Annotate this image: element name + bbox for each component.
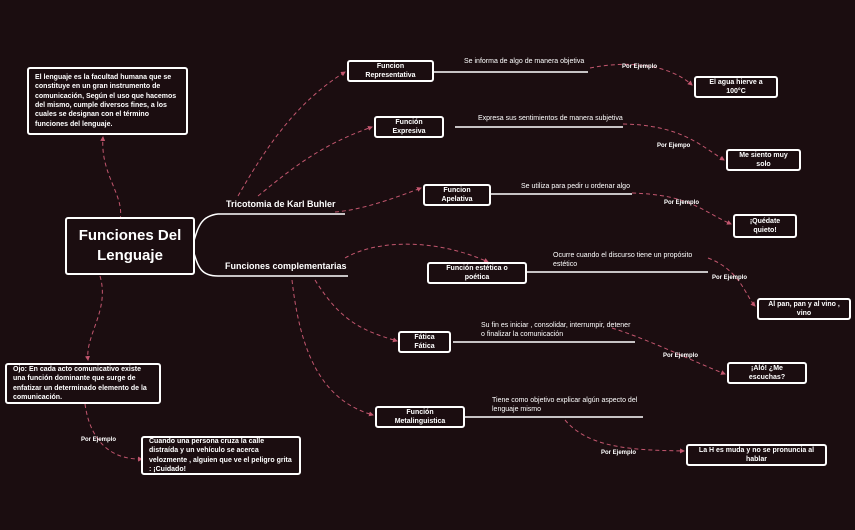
branch-complementarias[interactable]: Funciones complementarias xyxy=(225,261,347,271)
central-topic[interactable]: Funciones Del Lenguaje xyxy=(65,217,195,275)
connector-comp-metalinguistica xyxy=(291,279,374,417)
branch-tricotomia[interactable]: Tricotomia de Karl Buhler xyxy=(226,199,336,209)
connector-tri-apelativa xyxy=(334,187,422,213)
desc-fatica: Su fin es iniciar , consolidar, interrum… xyxy=(481,322,631,339)
desc-expresiva: Expresa sus sentimientos de manera subje… xyxy=(478,115,623,122)
tag-estetica: Por Ejemplo xyxy=(712,275,748,281)
connector-tri-expresiva xyxy=(257,125,373,197)
tag-fatica: Por Ejemplo xyxy=(663,353,699,359)
note-example-box[interactable]: Cuando una persona cruza la calle distra… xyxy=(141,436,301,475)
connector-center-intro xyxy=(100,136,122,221)
connector-tri-representativa xyxy=(237,71,346,197)
desc-metalinguistica: Tiene como objetivo explicar algún aspec… xyxy=(492,397,638,414)
connector-metalinguistica-example xyxy=(564,419,685,454)
example-estetica[interactable]: Al pan, pan y al vino , vino xyxy=(757,298,851,320)
tag-expresiva: Por Ejempo xyxy=(657,143,691,149)
example-representativa[interactable]: El agua hierve a 100°C xyxy=(694,76,778,98)
tag-representativa: Por Ejemplo xyxy=(622,64,658,70)
connector-representativa-example xyxy=(589,63,693,86)
desc-estetica: Ocurre cuando el discurso tiene un propó… xyxy=(553,252,693,269)
connector-note-example xyxy=(84,403,143,462)
desc-representativa: Se informa de algo de manera objetiva xyxy=(464,58,585,65)
desc-apelativa: Se utiliza para pedir u ordenar algo xyxy=(521,183,630,190)
tag-metalinguistica: Por Ejemplo xyxy=(601,450,637,456)
connector-estetica-example xyxy=(707,257,756,307)
note-text: Ojo: En cada acto comunicativo existe un… xyxy=(13,365,147,401)
central-topic-title: Funciones Del Lenguaje xyxy=(78,226,182,264)
function-apelativa[interactable]: Funcion Apelativa xyxy=(423,184,491,206)
function-estetica[interactable]: Función estética o poética xyxy=(427,262,527,284)
connector-fatica-example xyxy=(611,327,726,375)
intro-text: El lenguaje es la facultad humana que se… xyxy=(35,73,177,128)
note-example-text: Cuando una persona cruza la calle distra… xyxy=(149,437,292,473)
example-fatica[interactable]: ¡Aló! ¿Me escuchas? xyxy=(727,362,807,384)
note-box[interactable]: Ojo: En cada acto comunicativo existe un… xyxy=(5,363,161,404)
example-metalinguistica[interactable]: La H es muda y no se pronuncia al hablar xyxy=(686,444,827,466)
connector-expresiva-example xyxy=(622,123,725,161)
example-apelativa[interactable]: ¡Quédate quieto! xyxy=(733,214,797,238)
function-metalinguistica[interactable]: Función Metalinguistica xyxy=(375,406,465,428)
connector-center-note xyxy=(85,275,103,361)
connector-comp-fatica xyxy=(314,279,398,343)
connector-comp-estetica xyxy=(344,243,489,263)
intro-box[interactable]: El lenguaje es la facultad humana que se… xyxy=(27,67,188,135)
line-center-tricotomia xyxy=(192,213,345,245)
tag-apelativa: Por Ejemplo xyxy=(664,200,700,206)
example-expresiva[interactable]: Me siento muy solo xyxy=(726,149,801,171)
function-expresiva[interactable]: Función Expresiva xyxy=(374,116,444,138)
function-representativa[interactable]: Funcion Representativa xyxy=(347,60,434,82)
connector-apelativa-example xyxy=(631,192,732,225)
note-example-tag: Por Ejemplo xyxy=(81,437,117,443)
function-fatica[interactable]: Fática Fática xyxy=(398,331,451,353)
